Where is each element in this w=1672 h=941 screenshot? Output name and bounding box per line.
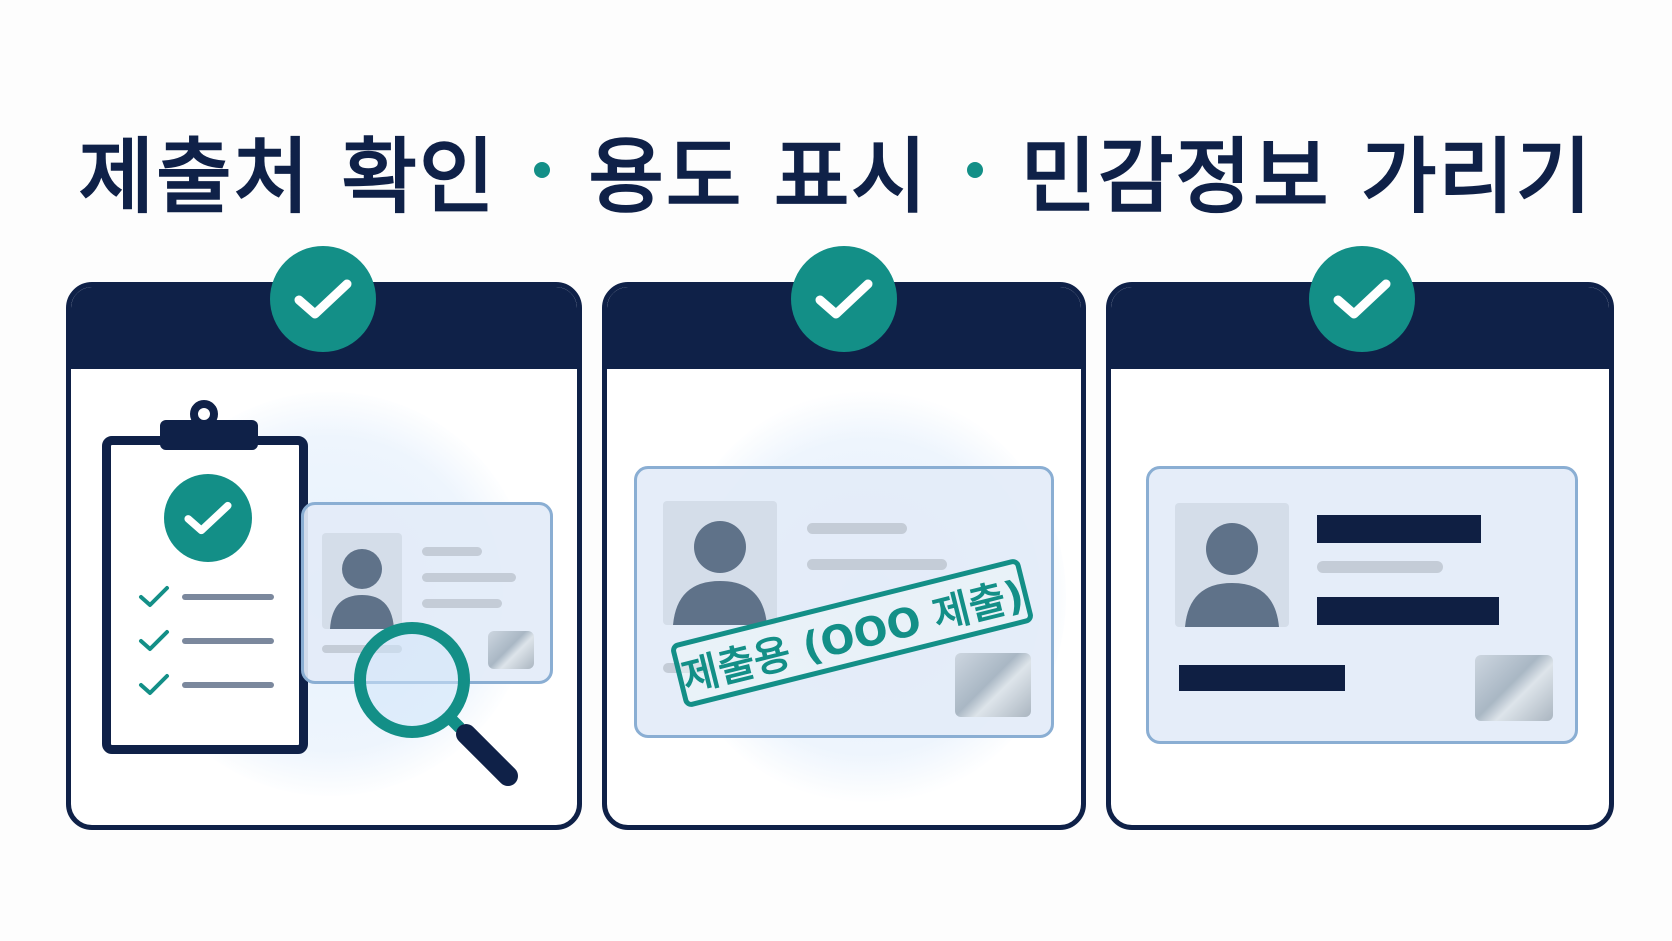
check-icon [791,246,897,352]
checklist-line [182,682,274,688]
checklist-line [182,594,274,600]
checklist-line [182,638,274,644]
headline-part-submission-check: 제출처 확인 [78,130,497,225]
hologram-chip-icon [955,653,1031,717]
id-text-line [322,645,402,653]
headline-part-purpose-mark: 용도 표시 [588,130,929,225]
clipboard-clip [160,420,258,450]
separator-dot-icon [534,161,551,178]
checklist-tick-icon [139,674,169,695]
id-text-line [807,523,907,534]
redaction-bar [1179,665,1345,691]
id-photo [322,533,402,629]
person-silhouette-icon [330,549,394,629]
id-text-line [422,573,516,582]
checklist-tick-icon [139,630,169,651]
hologram-chip-icon [1475,655,1553,721]
separator-dot-icon [966,161,983,178]
person-silhouette-icon [1185,523,1279,627]
redaction-bar [1317,597,1499,625]
id-photo [1175,503,1289,627]
check-icon [1309,246,1415,352]
redaction-bar [1317,515,1481,543]
headline-part-mask-sensitive: 민감정보 가리기 [1020,130,1594,225]
check-icon [164,474,252,562]
check-icon [270,246,376,352]
hologram-chip-icon [488,631,534,669]
id-photo [663,501,777,625]
id-text-line [807,559,947,570]
id-text-line [1317,561,1443,573]
id-text-line [422,547,482,556]
person-silhouette-icon [673,521,767,625]
headline: 제출처 확인 용도 표시 민감정보 가리기 [0,110,1672,229]
checklist-tick-icon [139,586,169,607]
id-text-line [422,599,502,608]
id-card [1146,466,1578,744]
magnifier-icon [354,622,518,786]
